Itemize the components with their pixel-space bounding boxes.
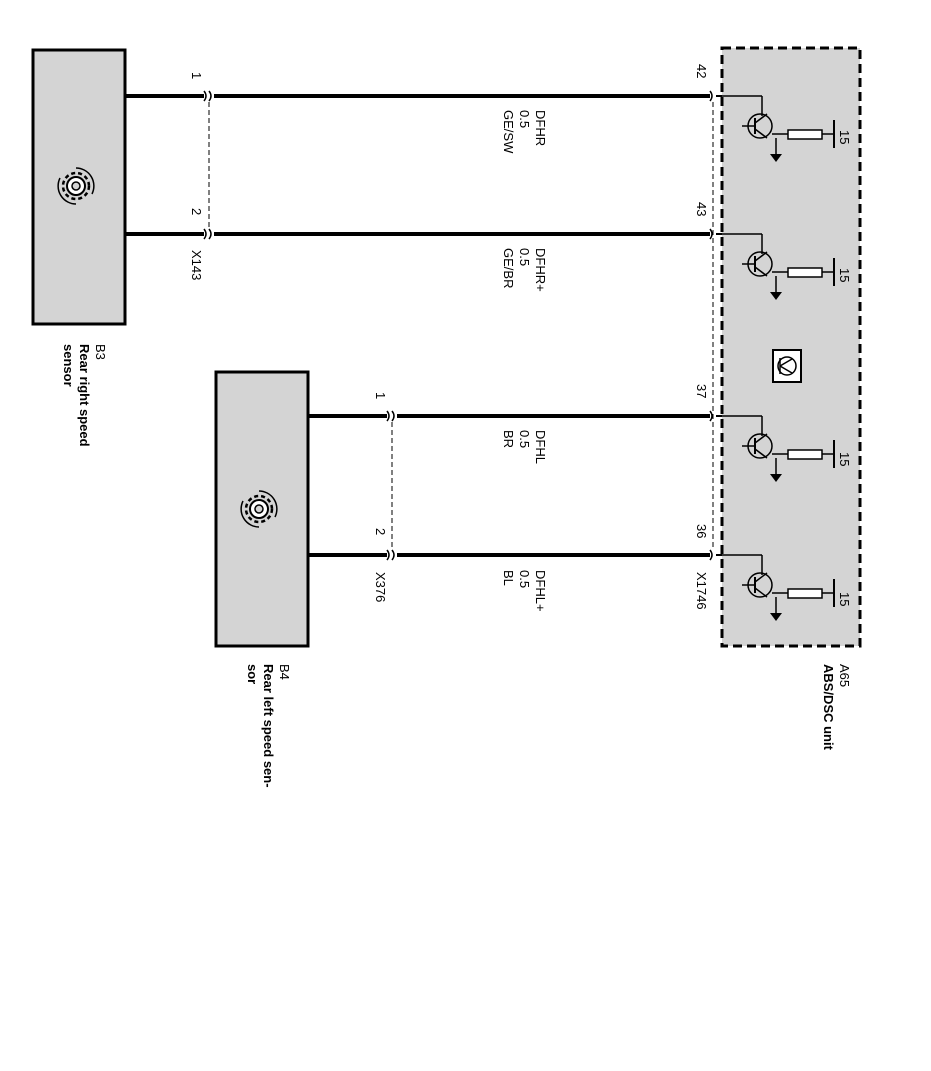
wire-signal-label: DFHR+ (533, 248, 548, 292)
gear-icon (57, 167, 95, 205)
wire-color-label: BR (501, 430, 516, 448)
b3-name-line2: sensor (61, 344, 76, 387)
pin-36-label: 36 (694, 524, 709, 538)
pin-42-label: 42 (694, 64, 709, 78)
a65-name-label: ABS/DSC unit (821, 664, 836, 751)
abs-dsc-unit-box (720, 46, 862, 648)
wire-signal-label: DFHR (533, 110, 548, 146)
b3-id-label: B3 (93, 344, 108, 360)
wire-gauge-label: 0.5 (517, 570, 532, 588)
b4-name-line1: Rear left speed sen- (261, 664, 276, 788)
x143-pin1-label: 1 (189, 72, 204, 79)
pin-43-label: 43 (694, 202, 709, 216)
wire-signal-label: DFHL (533, 430, 548, 464)
b3-name-line1: Rear right speed (77, 344, 92, 447)
x143-pin2-label: 2 (189, 208, 204, 215)
x143-connector-label: X143 (189, 250, 204, 280)
wire-dfhr-plus (125, 228, 722, 240)
wire-color-label: GE/SW (501, 110, 516, 154)
supply-label: 15 (837, 592, 852, 606)
a65-id-label: A65 (837, 664, 852, 687)
supply-label: 15 (837, 130, 852, 144)
x1746-connector-label: X1746 (694, 572, 709, 610)
x376-pin1-label: 1 (373, 392, 388, 399)
x376-pin2-label: 2 (373, 528, 388, 535)
wire-dfhl-plus (308, 549, 722, 561)
wire-gauge-label: 0.5 (517, 110, 532, 128)
transistor-circuits (722, 95, 835, 621)
b4-id-label: B4 (277, 664, 292, 680)
wire-gauge-label: 0.5 (517, 430, 532, 448)
supply-label: 15 (837, 268, 852, 282)
b4-name-line2: sor (245, 664, 260, 684)
wire-color-label: BL (501, 570, 516, 586)
wire-dfhl (308, 410, 722, 422)
pin-37-label: 37 (694, 384, 709, 398)
module-symbol-icon (772, 349, 802, 383)
supply-label: 15 (837, 452, 852, 466)
wire-gauge-label: 0.5 (517, 248, 532, 266)
gear-icon (240, 490, 278, 528)
wire-color-label: GE/BR (501, 248, 516, 288)
wire-signal-label: DFHL+ (533, 570, 548, 612)
wire-dfhr (125, 90, 722, 102)
x376-connector-label: X376 (373, 572, 388, 602)
